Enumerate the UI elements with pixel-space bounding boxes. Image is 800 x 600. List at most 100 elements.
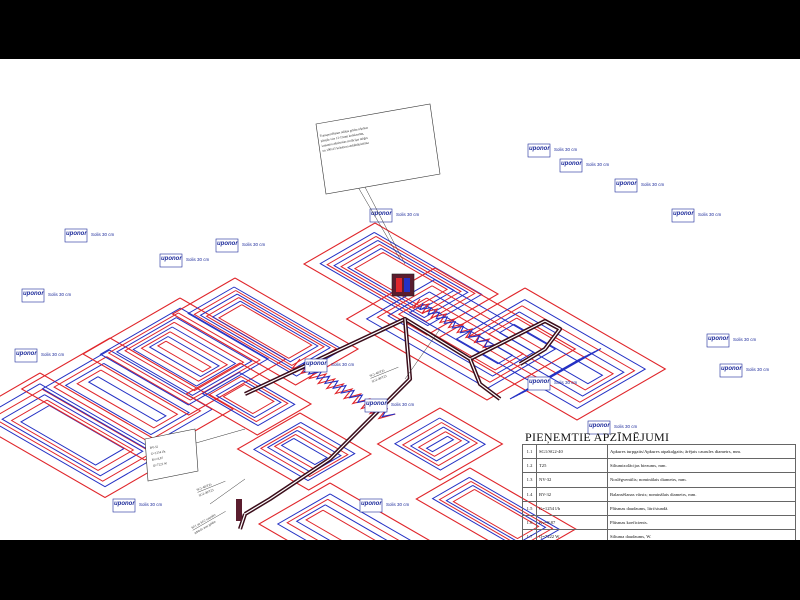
zone-tag: uponor Solis 30 cm — [527, 376, 578, 391]
zone-step: Solis 30 cm — [746, 367, 770, 372]
uponor-logo: uponor — [361, 501, 382, 507]
supply-pipe — [376, 285, 546, 383]
legend-cell-desc: Noslēgventilis; nominālais diametrs, mm. — [607, 472, 796, 488]
return-pipe — [64, 362, 190, 436]
return-pipe — [211, 300, 319, 363]
zone-step: Solis 30 cm — [733, 337, 757, 342]
return-pipe — [132, 326, 237, 387]
zone-step: Solis 30 cm — [641, 182, 665, 187]
zone-step: Solis 30 cm — [396, 212, 420, 217]
supply-loop — [185, 362, 313, 436]
legend-title: PIEŅEMTIE APZĪMĒJUMI — [525, 430, 670, 444]
supply-pipe — [222, 383, 275, 415]
main-pipe-inner — [239, 513, 246, 530]
zone-step: Solis 30 cm — [186, 257, 210, 262]
return-pipe — [99, 307, 270, 406]
supply-pipe — [259, 425, 349, 478]
return-pipe — [148, 336, 221, 378]
main-route-2 — [243, 318, 413, 516]
return-pipe — [276, 493, 411, 540]
zone-tag-box — [706, 333, 730, 348]
zone-tag: uponor Solis 30 cm — [159, 253, 210, 268]
zone-step: Solis 30 cm — [698, 212, 722, 217]
supply-pipe — [401, 422, 479, 467]
supply-pipe — [417, 431, 463, 457]
uponor-logo: uponor — [529, 379, 550, 385]
zone-tag-box — [21, 288, 45, 303]
return-pipe — [266, 429, 342, 474]
return-pipe — [393, 417, 487, 471]
pipe-callout-d: SG2-40/T25 — [371, 374, 388, 384]
loop-zone-11 — [185, 362, 313, 436]
zone-tag-box — [369, 208, 393, 223]
pipe-callout-a: SG1-40/T25 — [196, 482, 213, 492]
loop-zone-8 — [376, 407, 504, 481]
riser — [236, 499, 242, 521]
return-pipe — [333, 239, 469, 319]
return-pipe — [252, 421, 356, 482]
loop-zone-2 — [20, 337, 235, 461]
uponor-logo: uponor — [366, 401, 387, 407]
zone-tag-box — [159, 253, 183, 268]
main-pipe-inner — [244, 318, 411, 515]
uponor-logo: uponor — [23, 291, 44, 297]
return-pipe — [41, 349, 214, 449]
uponor-logo: uponor — [161, 256, 182, 262]
supply-pipe — [305, 509, 376, 540]
supply-pipe — [218, 304, 313, 359]
supply-loop — [345, 267, 577, 401]
supply-pipe — [205, 297, 325, 366]
supply-pipe — [76, 369, 179, 429]
legend-cell-desc: Siltumizolācijas biezums, mm. — [607, 458, 796, 474]
zone-tag-box — [614, 178, 638, 193]
return-pipe — [455, 299, 647, 409]
legend-cell-code: Kv=8,87 — [536, 514, 608, 531]
legend-cell-no: 1.2 — [522, 458, 537, 474]
manifold — [391, 273, 415, 297]
heating-loops — [0, 222, 667, 540]
legend-cell-code: T25 — [536, 458, 608, 474]
supply-loop — [0, 372, 182, 499]
uponor-logo: uponor — [589, 423, 610, 429]
uponor-logo: uponor — [217, 241, 238, 247]
legend-cell-no: 1.3 — [522, 472, 537, 488]
zone-step: Solis 30 cm — [391, 402, 415, 407]
legend-cell-code: NV-32 — [536, 472, 608, 488]
return-pipe — [280, 437, 328, 466]
zone-tag-box — [719, 363, 743, 378]
supply-pipe — [208, 375, 289, 423]
manifold-return — [404, 278, 410, 292]
legend-cell-no: 1.5 — [522, 500, 537, 516]
zone-step: Solis 30 cm — [554, 380, 578, 385]
legend-cell-desc: Plūsmas koeficients. — [607, 514, 796, 531]
uponor-logo: uponor — [66, 231, 87, 237]
supply-pipe — [10, 399, 135, 471]
zone-tag: uponor Solis 30 cm — [614, 178, 665, 193]
supply-pipe — [140, 331, 229, 382]
zone-tag: uponor Solis 30 cm — [64, 228, 115, 243]
zone-tag-box — [671, 208, 695, 223]
zone-step: Solis 30 cm — [91, 232, 115, 237]
loop-zone-7 — [435, 287, 667, 421]
node-text-1: BV-32 — [149, 445, 158, 450]
supply-pipe — [340, 243, 462, 315]
legend-cell-no: 1.4 — [522, 486, 537, 502]
return-pipe — [409, 426, 471, 462]
return-pipe — [199, 293, 332, 370]
uponor-logo: uponor — [616, 181, 637, 187]
zone-tag-box — [364, 398, 388, 413]
hairpin-field-4 — [419, 302, 496, 348]
legend-cell-desc: Siltuma daudzums, W. — [607, 529, 796, 540]
legend-cell-code: G=1254 l/h — [536, 500, 608, 516]
zone-step: Solis 30 cm — [586, 162, 610, 167]
supply-pipe — [353, 251, 449, 307]
uponor-logo: uponor — [371, 211, 392, 217]
zone-tag: uponor Solis 30 cm — [364, 398, 415, 413]
uponor-logo: uponor — [306, 361, 327, 367]
supply-loop — [20, 337, 235, 461]
